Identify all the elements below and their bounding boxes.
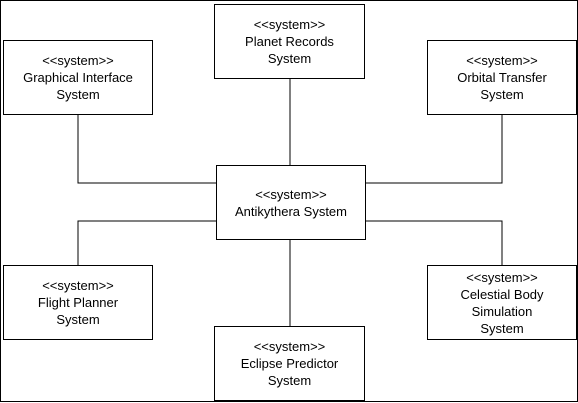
node-label-line1: Graphical Interface xyxy=(23,70,133,85)
node-label-line2: System xyxy=(56,312,100,327)
graphical-interface-system-box: <<system>> Graphical Interface System xyxy=(3,40,153,115)
stereotype-label: <<system>> xyxy=(253,339,326,354)
node-label-line2: System xyxy=(56,87,100,102)
node-label-line2: Simulation xyxy=(471,303,533,319)
antikythera-system-box: <<system>> Antikythera System xyxy=(216,165,366,240)
connector-graphical-interface xyxy=(77,115,216,184)
node-label-line3: System xyxy=(480,320,524,336)
stereotype-label: <<system>> xyxy=(42,278,114,293)
stereotype-label: <<system>> xyxy=(253,17,326,32)
node-label-line1: Orbital Transfer xyxy=(457,70,547,85)
stereotype-label: <<system>> xyxy=(255,186,327,202)
node-label-line2: System xyxy=(267,51,312,66)
node-label-line1: Eclipse Predictor xyxy=(240,356,339,371)
connector-celestial-body xyxy=(366,220,503,265)
planet-records-system-box: <<system>> Planet Records System xyxy=(214,4,365,79)
stereotype-label: <<system>> xyxy=(466,269,538,285)
node-label-line1: Antikythera System xyxy=(235,203,347,219)
orbital-transfer-system-box: <<system>> Orbital Transfer System xyxy=(427,40,577,115)
stereotype-label: <<system>> xyxy=(466,53,538,68)
node-label-line1: Celestial Body xyxy=(460,286,544,302)
connector-orbital-transfer xyxy=(366,115,503,184)
eclipse-predictor-system-box: <<system>> Eclipse Predictor System xyxy=(214,326,365,401)
node-label-line2: System xyxy=(480,87,524,102)
node-label-line1: Planet Records xyxy=(245,34,334,49)
connector-flight-planner xyxy=(77,220,216,265)
stereotype-label: <<system>> xyxy=(42,53,114,68)
node-label-line2: System xyxy=(267,373,312,388)
node-label-line1: Flight Planner xyxy=(37,295,119,310)
celestial-body-simulation-system-box: <<system>> Celestial Body Simulation Sys… xyxy=(427,265,577,340)
flight-planner-system-box: <<system>> Flight Planner System xyxy=(3,265,153,340)
